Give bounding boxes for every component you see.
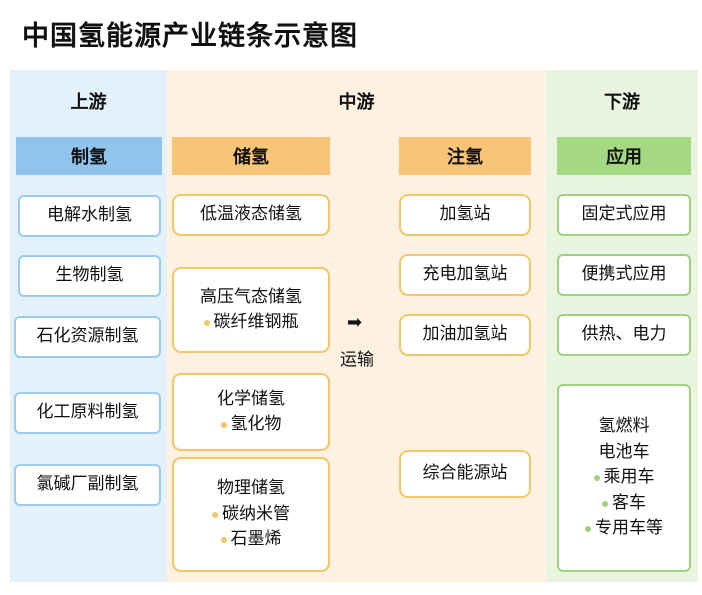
refueling-item: 加油加氢站 [399,314,531,356]
production-label: 石化资源制氢 [36,326,139,347]
production-item: 生物制氢 [18,255,161,297]
production-item: 电解水制氢 [18,195,161,237]
storage-sub-label: 碳纳米管 [222,503,290,524]
production-item: 化工原料制氢 [14,392,161,434]
bullet-dot-icon [593,475,600,481]
bullet-dot-icon [203,319,210,326]
storage-sub-item: 碳纳米管 [212,502,290,528]
application-label: 便携式应用 [581,264,667,285]
application-item: 氢燃料 电池车 乘用车 客车 专用车等 [557,384,691,572]
production-label: 化工原料制氢 [36,402,139,423]
storage-item: 低温液态储氢 [172,194,330,236]
application-sub-label: 乘用车 [603,467,655,488]
bullet-dot-icon [602,500,608,507]
storage-sub-item: 碳纤维钢瓶 [203,310,299,336]
refueling-label: 加油加氢站 [422,324,508,345]
production-label: 氯碱厂副制氢 [36,474,139,495]
storage-label: 化学储氢 [217,388,285,409]
bullet-dot-icon [220,537,227,543]
storage-sub-label: 氢化物 [230,414,282,434]
diagram-title: 中国氢能源产业链条示意图 [22,21,358,52]
stage-downstream: 下游 [604,92,640,113]
storage-label: 物理储氢 [217,478,285,499]
storage-item: 物理储氢 碳纳米管 石墨烯 [172,457,330,572]
right-arrow-icon: ➡ [347,312,363,333]
application-label-line2: 电池车 [598,441,650,462]
storage-sub-label: 石墨烯 [230,529,282,550]
refueling-item: 综合能源站 [399,450,531,498]
transport-label: 运输 [340,350,374,370]
category-application: 应用 [557,137,691,175]
bullet-dot-icon [212,511,218,518]
refueling-label: 综合能源站 [422,463,508,484]
application-label: 固定式应用 [581,204,667,225]
bullet-dot-icon [220,421,227,428]
storage-item: 高压气态储氢 碳纤维钢瓶 [172,267,330,353]
storage-sub-label: 碳纤维钢瓶 [213,312,299,332]
refueling-label: 充电加氢站 [422,264,508,285]
stage-upstream: 上游 [70,92,107,113]
refueling-item: 充电加氢站 [399,254,531,296]
production-item: 石化资源制氢 [14,316,161,358]
application-sub-label: 专用车等 [595,518,663,539]
application-sub-label: 客车 [612,492,646,513]
application-label: 氢燃料 [598,416,650,437]
production-label: 电解水制氢 [47,205,132,226]
production-label: 生物制氢 [55,265,124,286]
application-item: 便携式应用 [557,254,691,296]
application-sub-item: 客车 [602,491,646,517]
category-refueling: 注氢 [399,137,531,175]
category-storage: 储氢 [172,137,330,175]
application-sub-item: 乘用车 [593,465,655,491]
storage-label: 高压气态储氢 [200,286,302,307]
application-item: 固定式应用 [557,194,691,236]
storage-sub-item: 氢化物 [220,412,282,438]
production-item: 氯碱厂副制氢 [14,464,161,506]
category-production: 制氢 [16,137,162,175]
application-label: 供热、电力 [581,324,667,345]
storage-item: 化学储氢 氢化物 [172,373,330,451]
bullet-dot-icon [585,526,591,532]
refueling-label: 加氢站 [439,204,491,225]
storage-label: 低温液态储氢 [200,204,302,225]
stage-midstream: 中游 [338,92,375,113]
storage-sub-item: 石墨烯 [220,527,282,553]
application-sub-item: 专用车等 [585,516,663,542]
refueling-item: 加氢站 [399,194,531,236]
application-item: 供热、电力 [557,314,691,356]
